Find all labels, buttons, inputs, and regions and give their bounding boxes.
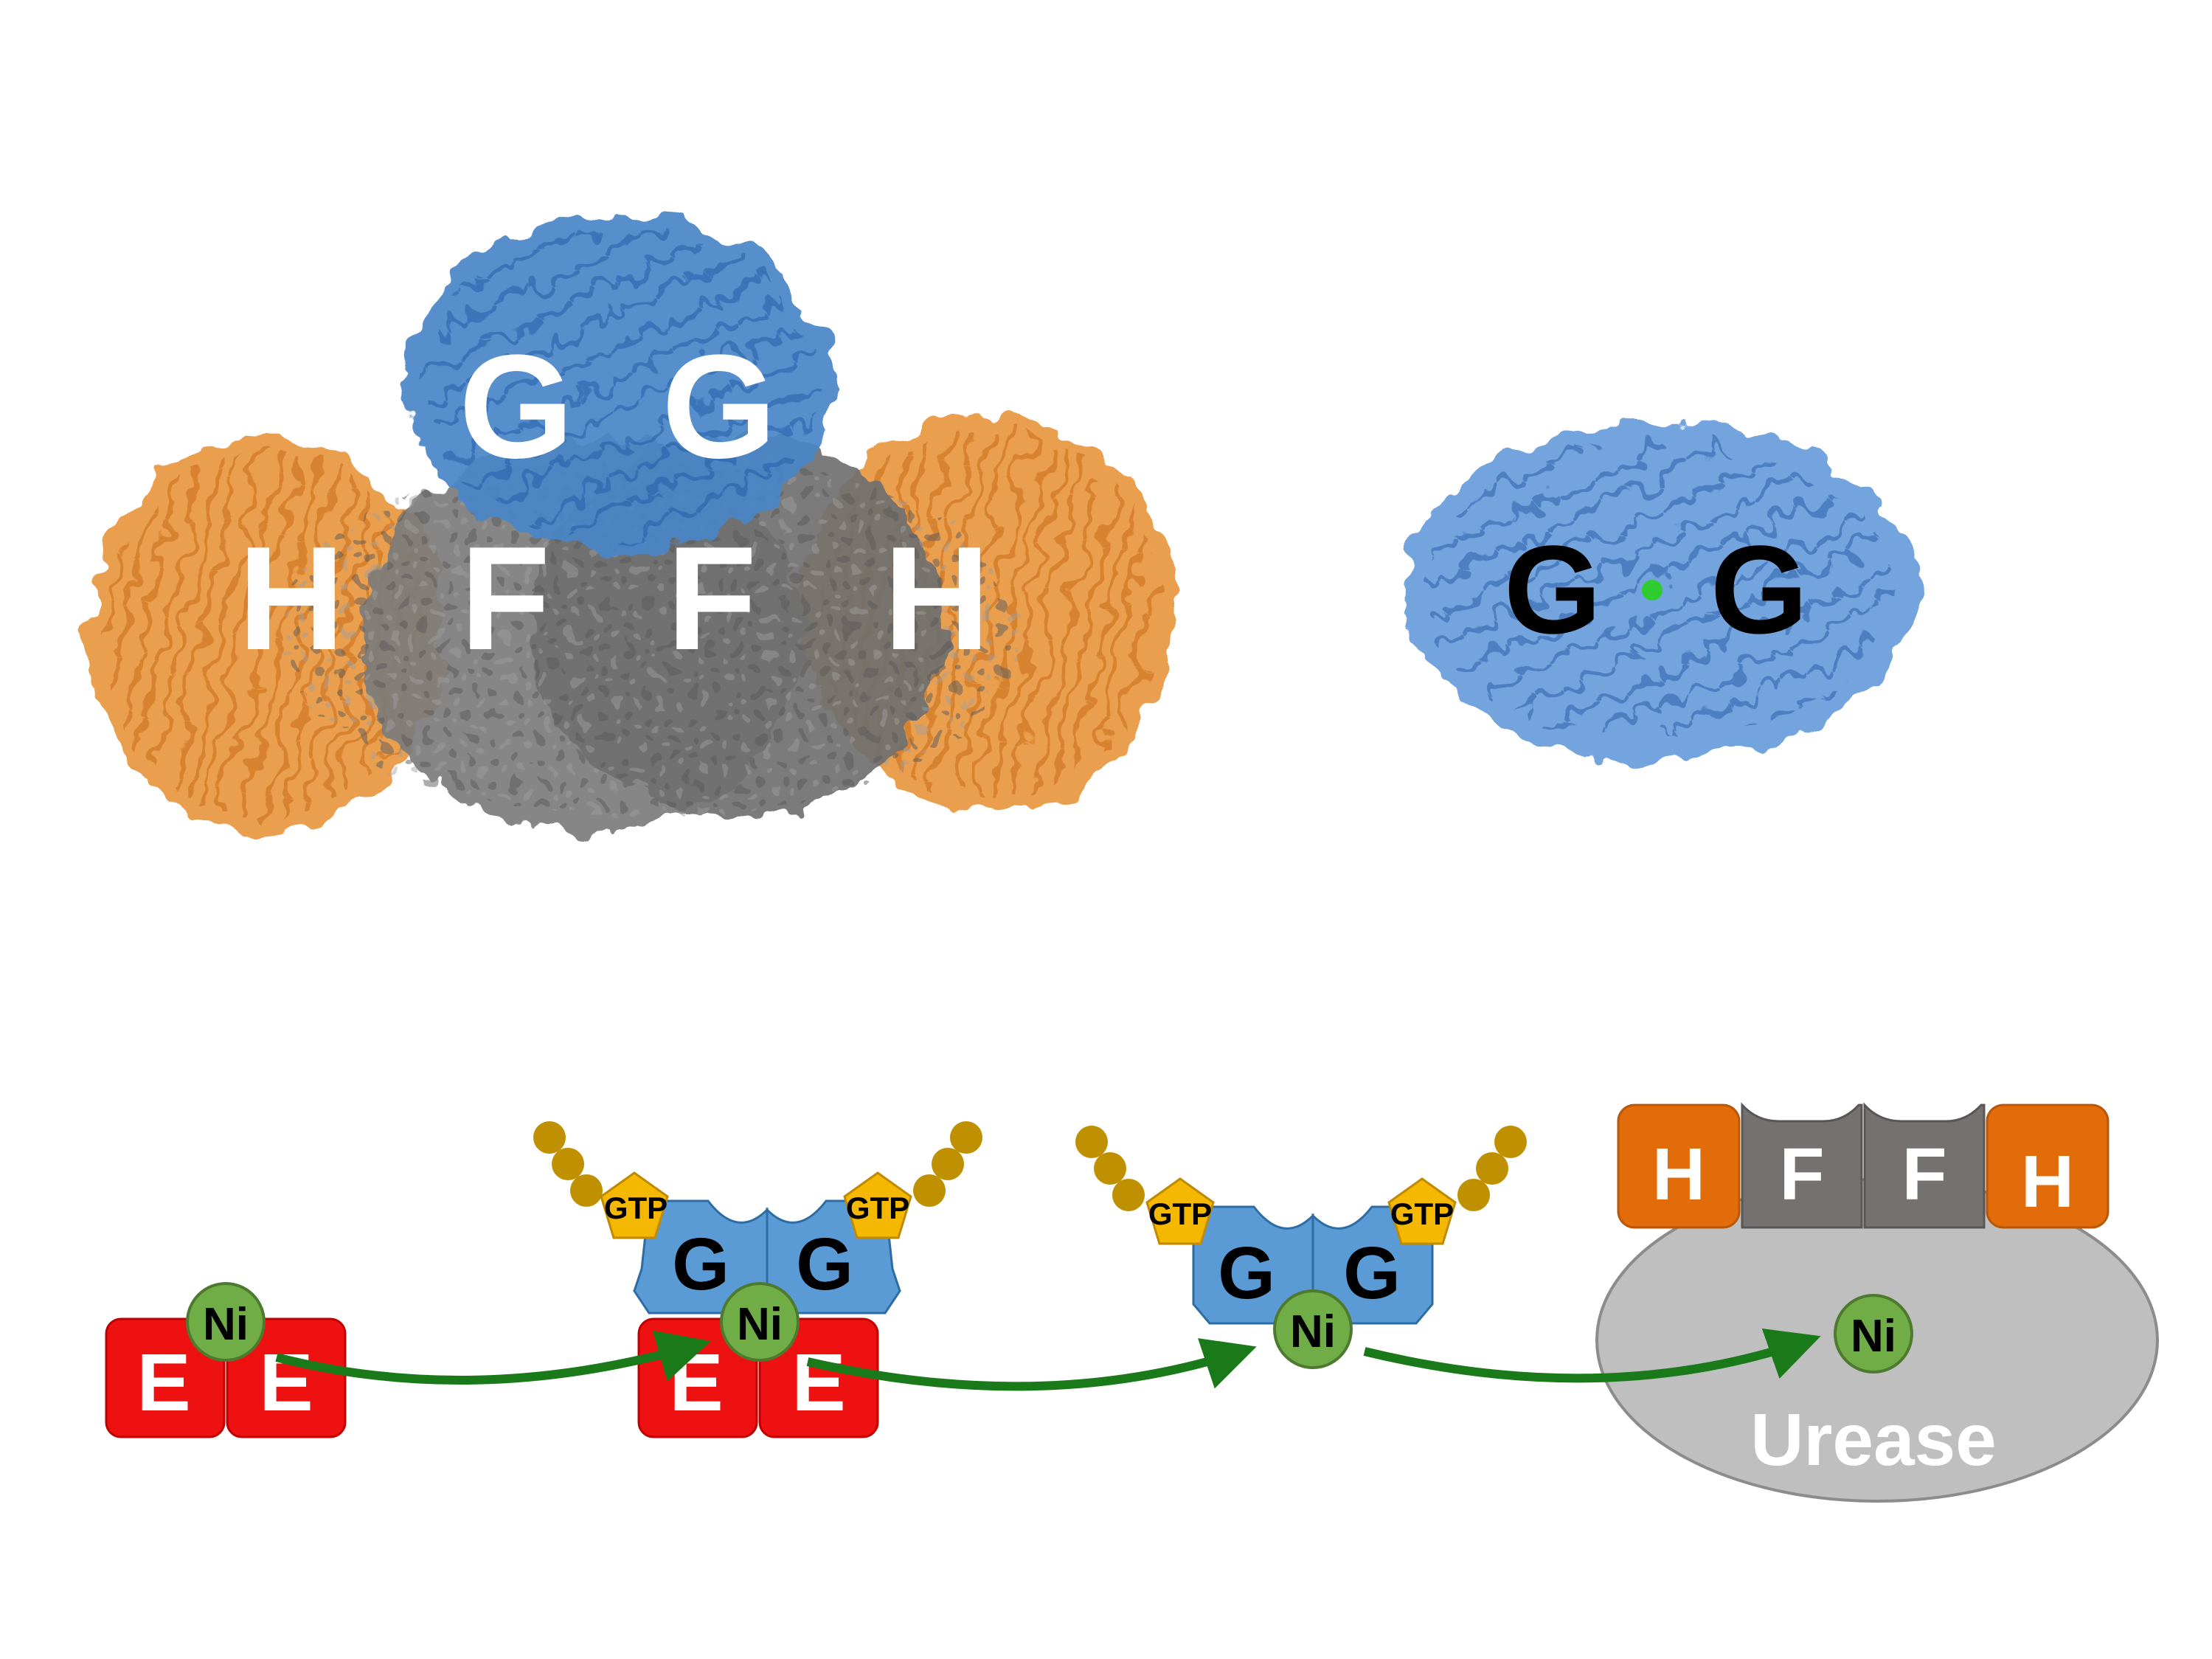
complex-label-h-right: H xyxy=(884,516,990,681)
g-block-left xyxy=(633,1199,769,1315)
complex-label-f-left: F xyxy=(460,516,550,681)
e-block-right xyxy=(226,1317,347,1438)
phosphate-chain-left xyxy=(533,1121,603,1207)
ni-label: Ni xyxy=(1290,1306,1336,1357)
g-label-right: G xyxy=(796,1223,853,1306)
f-block-right xyxy=(1863,1102,1986,1229)
gtp-pentagon-left xyxy=(600,1171,669,1239)
transfer-arrow-3 xyxy=(1363,1328,1821,1383)
complex-label-h-left: H xyxy=(238,516,344,681)
ni-circle xyxy=(186,1282,266,1362)
f-label-left: F xyxy=(1779,1133,1824,1216)
gtp-pentagon-right xyxy=(1387,1177,1457,1245)
gtp-pentagon-right xyxy=(843,1171,912,1239)
ni-circle xyxy=(1273,1289,1353,1369)
stage3-gg-complex: G G GTP GTP Ni xyxy=(1075,1126,1527,1369)
gtp-label-right: GTP xyxy=(846,1191,909,1225)
e-block-left xyxy=(105,1317,226,1438)
phosphate-chain-right xyxy=(913,1121,982,1207)
h-block-left xyxy=(1617,1104,1741,1229)
stage2-gg-ee-complex: G G GTP GTP E E Ni xyxy=(533,1121,982,1438)
ni-circle xyxy=(1834,1294,1913,1374)
f-block-left xyxy=(1741,1102,1863,1229)
e-label-left: E xyxy=(136,1337,190,1428)
gtp-pentagon-left xyxy=(1145,1177,1215,1245)
nickel-ion-sphere xyxy=(1642,580,1663,600)
f-label-right: F xyxy=(1901,1133,1946,1216)
complex-label-g2: G xyxy=(662,325,777,489)
g-label-right: G xyxy=(1343,1232,1401,1315)
dimer-structure: G G xyxy=(1401,420,1918,760)
gtp-label-left: GTP xyxy=(1148,1196,1212,1231)
pathway-diagram: E E Ni G G GTP xyxy=(105,1102,2159,1503)
g-label-left: G xyxy=(1218,1232,1275,1315)
g-label-left: G xyxy=(672,1223,729,1306)
complex-structure: G G H F F H xyxy=(89,214,1173,834)
stage1-ee-complex: E E Ni xyxy=(105,1282,347,1438)
dimer-label-g-left: G xyxy=(1504,520,1601,660)
gtp-label-left: GTP xyxy=(604,1191,668,1225)
phosphate-chain-right xyxy=(1457,1126,1527,1211)
h-label-left: H xyxy=(1652,1133,1705,1216)
transfer-arrow-1 xyxy=(275,1330,711,1385)
stage4-urease-complex: Urease Ni H F F H xyxy=(1595,1102,2159,1503)
phosphate-chain-left xyxy=(1075,1126,1145,1211)
protein-g-pair-surface xyxy=(406,214,833,553)
urease-label: Urease xyxy=(1750,1399,1997,1481)
ni-label: Ni xyxy=(737,1299,783,1350)
transfer-arrow-2 xyxy=(806,1338,1257,1391)
h-block-right xyxy=(1986,1104,2109,1229)
complex-label-g1: G xyxy=(459,325,574,489)
h-label-right: H xyxy=(2021,1140,2074,1223)
ni-circle xyxy=(720,1282,800,1362)
complex-label-f-right: F xyxy=(667,516,757,681)
dimer-label-g-right: G xyxy=(1710,520,1808,660)
e-label-right: E xyxy=(259,1337,313,1428)
ni-label: Ni xyxy=(1851,1311,1896,1362)
gtp-label-right: GTP xyxy=(1390,1196,1454,1231)
ni-label: Ni xyxy=(203,1299,249,1350)
e-label-right: E xyxy=(791,1337,845,1428)
